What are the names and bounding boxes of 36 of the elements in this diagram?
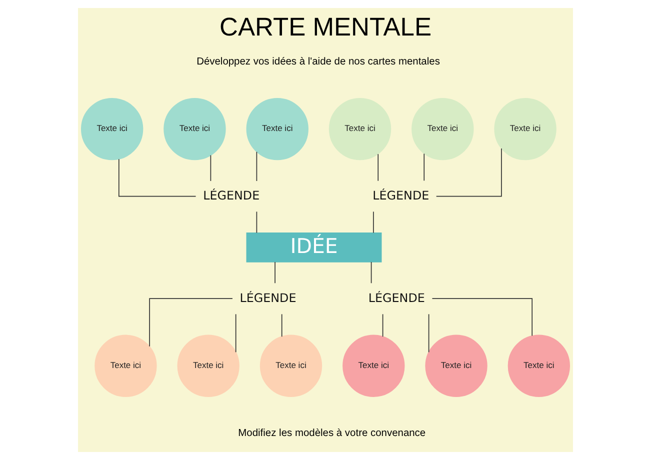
node-circle: Texte ici [259,334,322,397]
node-circle: Texte ici [94,334,156,397]
node-circle: Texte ici [246,98,308,160]
connector [256,151,257,182]
node-circle: Texte ici [424,334,487,397]
connector [428,314,429,353]
node-text: LÉGENDE [239,290,296,305]
label: Développez vos idées à l'aide de nos cartes mentales [196,56,440,68]
node-circle: Texte ici [494,98,556,160]
node-circle: Texte ici [411,98,474,160]
node-circle: Texte ici [80,98,143,160]
node-box: IDÉE [246,232,382,262]
connector [274,262,275,284]
label: Modifiez les modèles à votre convenance [238,428,426,439]
connector [372,211,374,234]
node-circle: Texte ici [328,98,391,160]
node-circle: Texte ici [507,334,570,397]
diagram-title: CARTE MENTALE [219,13,431,42]
node-text: LÉGENDE [368,290,424,305]
connector [148,298,232,347]
connector [234,314,236,353]
connector [118,158,196,197]
node-circle: Texte ici [342,334,404,397]
connector [431,298,532,336]
connector [377,154,378,182]
connector [280,314,282,338]
connector [382,314,383,338]
connector [256,211,257,234]
connector [210,154,211,182]
node-circle: Texte ici [163,98,226,160]
connector [370,262,372,284]
connector [435,148,502,197]
node-text: LÉGENDE [202,188,260,202]
node-text: LÉGENDE [372,188,429,202]
node-circle: Texte ici [176,334,239,397]
connector [423,153,424,182]
